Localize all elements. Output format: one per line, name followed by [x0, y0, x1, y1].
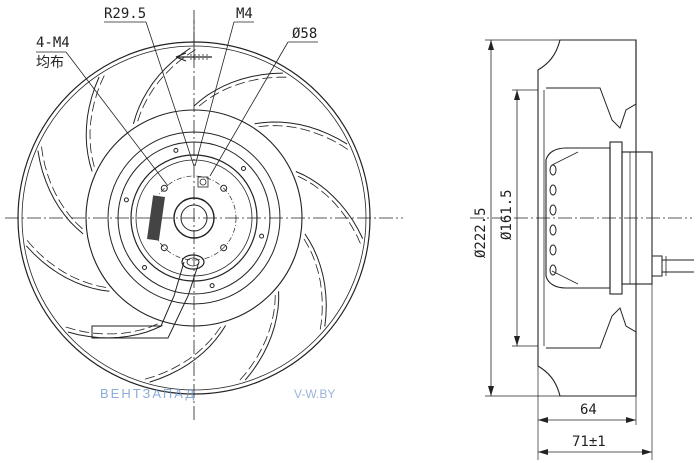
- impeller-blade: [37, 150, 84, 235]
- impeller-blade-hidden-edge: [198, 76, 290, 107]
- impeller-blade-hidden-edge: [62, 323, 158, 335]
- dimension-depth-arrow-right: [626, 417, 636, 423]
- rotor-fixing-hole: [209, 283, 215, 289]
- impeller-blade-hidden-edge: [258, 125, 351, 152]
- impeller-blade-hidden-edge: [297, 175, 362, 247]
- motor-cooling-slot: [549, 204, 557, 216]
- ground-symbol-box: [197, 176, 209, 188]
- cable-gland: [181, 254, 205, 270]
- mounting-hole: [160, 244, 168, 252]
- impeller-blade: [132, 47, 191, 124]
- label-holes: 4-M4: [36, 35, 70, 51]
- impeller-blade: [85, 76, 100, 172]
- rotation-arrow-body: [190, 54, 210, 60]
- rating-plate: [146, 195, 166, 241]
- cable-outline: [91, 261, 200, 339]
- cable-exit-gland: [651, 255, 663, 277]
- label-radius: R29.5: [104, 6, 146, 22]
- impeller-blade-hidden-edge: [303, 238, 323, 333]
- impeller-blade-hidden-edge: [40, 143, 83, 230]
- impeller-blade-hidden-edge: [137, 47, 199, 122]
- rotor-fixing-hole: [241, 166, 246, 171]
- impeller-blade-hidden-edge: [237, 295, 276, 383]
- mounting-holes: [123, 147, 265, 289]
- dimension-outer-arrow-bottom: [488, 386, 494, 396]
- motor-cooling-slot: [549, 224, 557, 236]
- backplate-shoulder-top: [546, 87, 637, 129]
- motor-cooling-slot: [549, 164, 557, 176]
- impeller-blade: [304, 233, 327, 327]
- impeller-blade: [295, 171, 364, 239]
- impeller-profile-top: [537, 39, 637, 104]
- mounting-hole: [220, 244, 228, 252]
- impeller-blade: [67, 325, 163, 339]
- impeller-blades: [24, 47, 364, 383]
- hub-ring: [173, 197, 215, 239]
- rotor-fixing-hole: [123, 197, 129, 203]
- front-view: [5, 10, 403, 420]
- mounting-hole: [160, 184, 168, 192]
- label-total-depth: 71±1: [572, 434, 606, 450]
- motor-cooling-slot: [549, 184, 557, 196]
- side-view: [470, 39, 694, 460]
- dimension-total-arrow-right: [642, 449, 652, 455]
- impeller-blade-hidden-edge: [142, 326, 222, 381]
- motor-cooling-slots: [549, 164, 557, 276]
- impeller-blade: [149, 325, 227, 383]
- impeller-profile-bottom: [537, 332, 637, 397]
- dimension-outer-arrow-top: [488, 40, 494, 50]
- label-holes-distribution: 均布: [36, 55, 64, 71]
- rotor-fixing-hole: [173, 147, 179, 153]
- cable-gland-inner: [186, 257, 200, 267]
- label-depth: 64: [580, 402, 597, 418]
- watermark-url: V-W.BY: [294, 387, 335, 401]
- label-hub-diameter: Ø58: [292, 26, 317, 42]
- motor-cooling-slot: [549, 264, 557, 276]
- inlet-ring: [85, 109, 303, 327]
- motor-ring-outer: [107, 131, 281, 305]
- dimension-total-arrow-left: [538, 449, 548, 455]
- impeller-blade: [244, 291, 280, 381]
- hub-bore: [180, 204, 208, 232]
- impeller-blade-hidden-edge: [24, 237, 107, 288]
- backplate-shoulder-bottom: [546, 307, 637, 349]
- rotor-fixing-hole: [142, 265, 147, 270]
- impeller-blade: [193, 72, 283, 107]
- ground-symbol: [199, 178, 207, 186]
- impeller-blade: [254, 121, 348, 145]
- leader-lines: [36, 20, 318, 187]
- rotor-ring: [130, 154, 258, 282]
- dimension-inlet-arrow-top: [514, 90, 520, 100]
- impeller-blade-hidden-edge: [89, 72, 106, 167]
- label-outer-diameter: Ø222.5: [473, 207, 489, 258]
- motor-ring: [117, 141, 271, 295]
- impeller-blade: [25, 245, 110, 292]
- motor-body-inner: [551, 151, 579, 285]
- motor-stator: [621, 151, 653, 285]
- dimension-depth-arrow-left: [538, 417, 548, 423]
- motor-cooling-slot: [549, 244, 557, 256]
- label-thread: M4: [236, 6, 253, 22]
- mounting-hole: [220, 184, 228, 192]
- rotor-fixing-hole: [259, 233, 265, 239]
- watermark-brand: ВЕНТЗАПАД: [100, 386, 196, 401]
- dimension-inlet-arrow-bottom: [514, 336, 520, 346]
- label-inlet-diameter: Ø161.5: [499, 189, 515, 240]
